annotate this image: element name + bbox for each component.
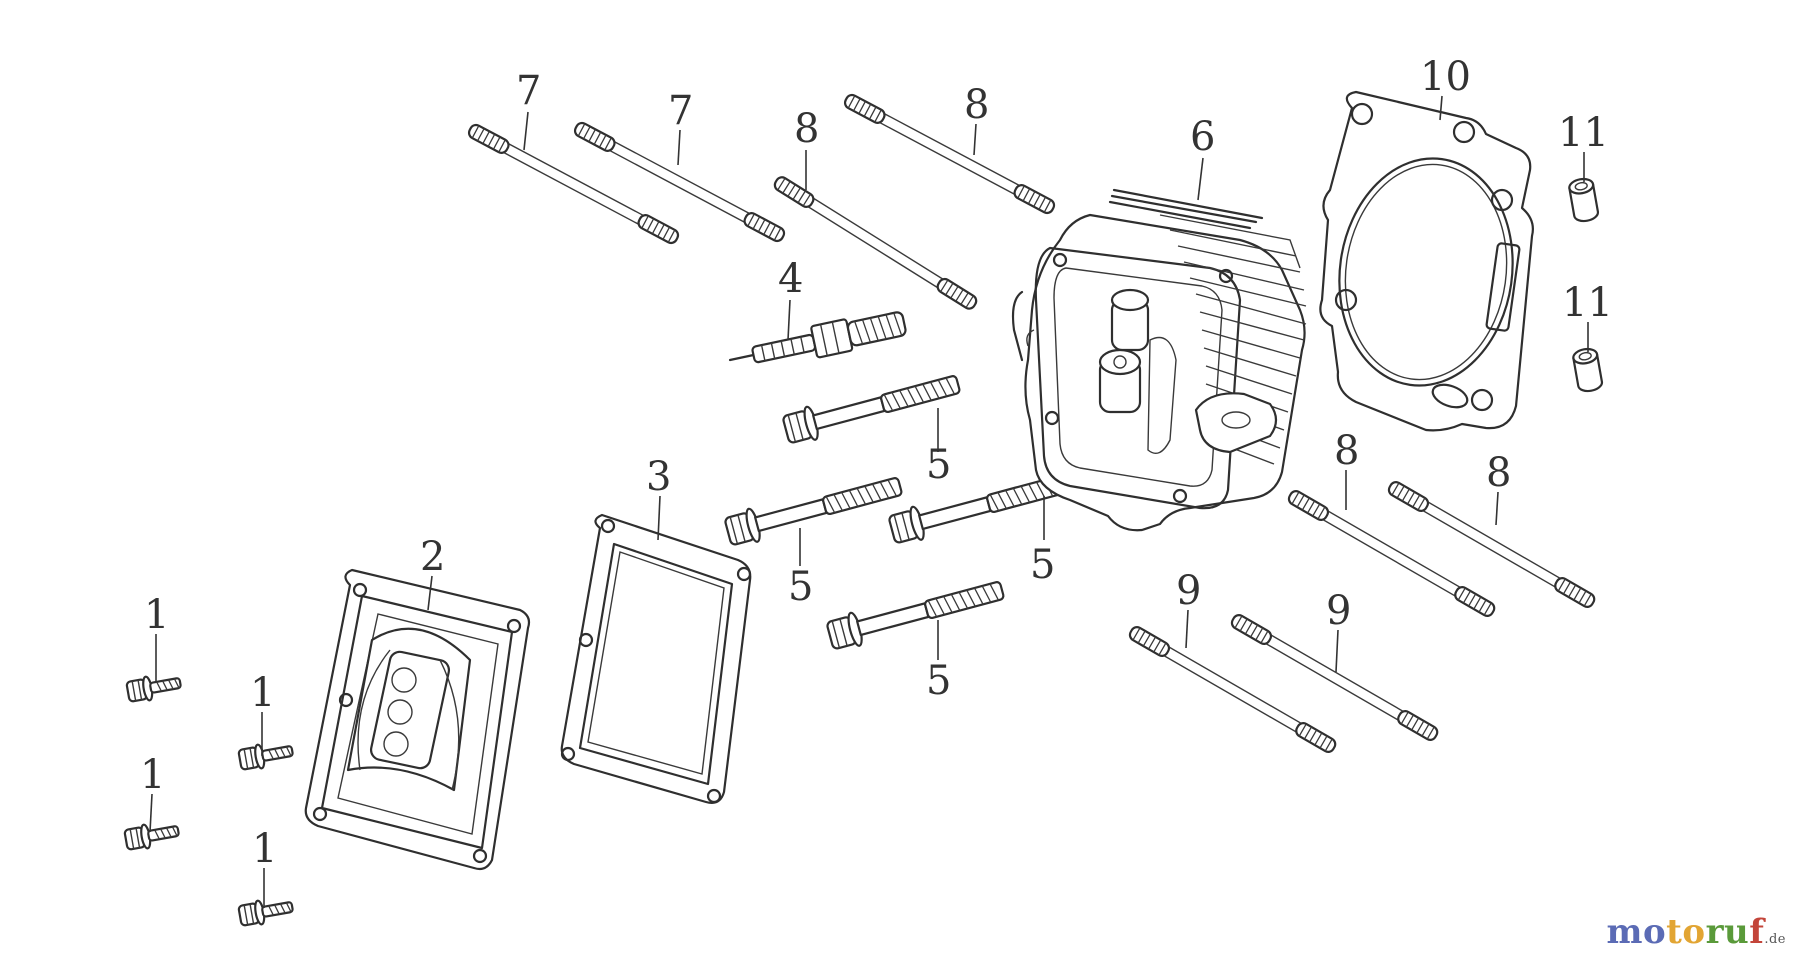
bolt-5-b bbox=[722, 468, 906, 550]
stud-9-left bbox=[1126, 623, 1339, 756]
watermark-logo: motoruf.de bbox=[1607, 912, 1786, 952]
callout-2: 2 bbox=[420, 534, 445, 580]
dowel-pin-11-b bbox=[1571, 346, 1605, 394]
stud-8-upper-right bbox=[841, 91, 1058, 217]
bolt-1-a bbox=[124, 669, 184, 705]
callout-11-upper: 11 bbox=[1558, 110, 1609, 156]
callout-1-c: 1 bbox=[140, 752, 165, 798]
watermark-part-3: ru bbox=[1705, 912, 1750, 952]
callout-5-b: 5 bbox=[788, 564, 813, 610]
callout-7-right: 7 bbox=[668, 88, 693, 134]
watermark-tld: .de bbox=[1764, 932, 1786, 947]
callout-7-left: 7 bbox=[516, 68, 541, 114]
bolt-1-c bbox=[122, 817, 182, 853]
watermark-part-4: f bbox=[1749, 912, 1765, 952]
bolt-5-a bbox=[780, 366, 964, 448]
watermark-part-1: mo bbox=[1606, 912, 1667, 952]
stud-8-upper-left bbox=[771, 173, 980, 312]
callout-5-d: 5 bbox=[926, 658, 951, 704]
callout-8-lower-right: 8 bbox=[1486, 450, 1511, 496]
bolt-5-d bbox=[824, 572, 1008, 654]
head-gasket bbox=[1319, 90, 1534, 432]
bolt-1-b bbox=[236, 737, 296, 773]
cylinder-head bbox=[1011, 188, 1307, 532]
callout-9-right: 9 bbox=[1326, 588, 1351, 634]
callout-8-upper-right: 8 bbox=[964, 82, 989, 128]
valve-cover-gasket bbox=[560, 513, 752, 804]
callout-6: 6 bbox=[1190, 114, 1215, 160]
callout-4: 4 bbox=[778, 256, 803, 302]
spark-plug bbox=[728, 311, 907, 364]
valve-cover bbox=[304, 568, 531, 871]
callout-3: 3 bbox=[646, 454, 671, 500]
callout-1-d: 1 bbox=[252, 826, 277, 872]
callout-9-left: 9 bbox=[1176, 568, 1201, 614]
stud-8-lower-left bbox=[1285, 487, 1498, 620]
watermark-part-2: to bbox=[1666, 912, 1706, 952]
callout-8-lower-left: 8 bbox=[1334, 428, 1359, 474]
callout-8-upper-left: 8 bbox=[794, 106, 819, 152]
callout-5-a: 5 bbox=[926, 442, 951, 488]
leader-lines bbox=[149, 95, 1589, 908]
stud-7-left bbox=[465, 121, 682, 247]
callout-1-b: 1 bbox=[250, 670, 275, 716]
callout-labels: 7 7 8 8 4 6 10 11 11 5 5 5 5 3 2 8 8 9 9… bbox=[140, 54, 1613, 872]
callout-10: 10 bbox=[1420, 54, 1471, 100]
stud-8-lower-right bbox=[1385, 478, 1598, 611]
dowel-pin-11-a bbox=[1567, 176, 1601, 224]
bolt-1-d bbox=[236, 893, 296, 929]
callout-1-a: 1 bbox=[144, 592, 169, 638]
callout-11-lower: 11 bbox=[1562, 280, 1613, 326]
callout-5-c: 5 bbox=[1030, 542, 1055, 588]
